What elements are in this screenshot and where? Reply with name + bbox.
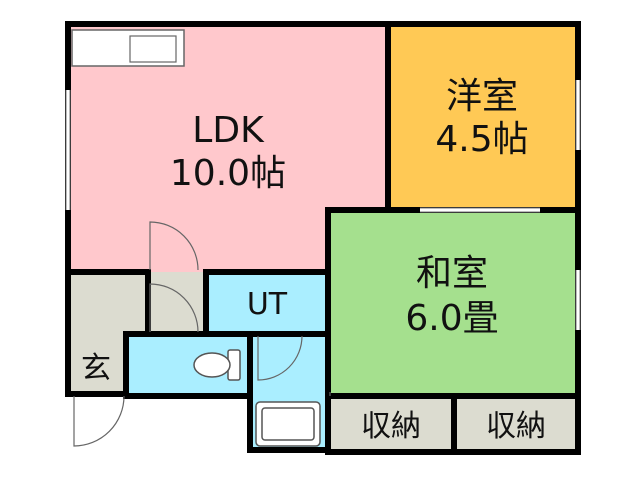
ldk-size-label: 10.0帖 <box>170 153 286 194</box>
ldk-label: LDK <box>192 110 265 151</box>
entrance-floor <box>68 332 126 394</box>
western-room-size-label: 4.5帖 <box>435 119 528 160</box>
utility-room <box>206 272 328 334</box>
utility-label: UT <box>247 287 288 322</box>
storage-right <box>456 398 578 452</box>
storage-left-label: 収納 <box>361 409 421 444</box>
toilet-fixture <box>193 349 241 381</box>
bathtub <box>255 401 321 447</box>
western-room <box>388 24 578 210</box>
japanese-room <box>328 210 578 396</box>
kitchen-counter <box>71 29 185 67</box>
window-frames <box>65 80 581 330</box>
western-room-label: 洋室 <box>446 76 518 117</box>
entrance-label: 玄 <box>81 351 111 386</box>
japanese-room-size-label: 6.0畳 <box>405 298 498 339</box>
storage-right-label: 収納 <box>486 409 546 444</box>
door-swings <box>73 221 331 447</box>
japanese-room-label: 和室 <box>416 253 488 294</box>
entrance-area <box>68 272 206 332</box>
windows <box>66 80 580 330</box>
storage-left <box>330 398 452 452</box>
